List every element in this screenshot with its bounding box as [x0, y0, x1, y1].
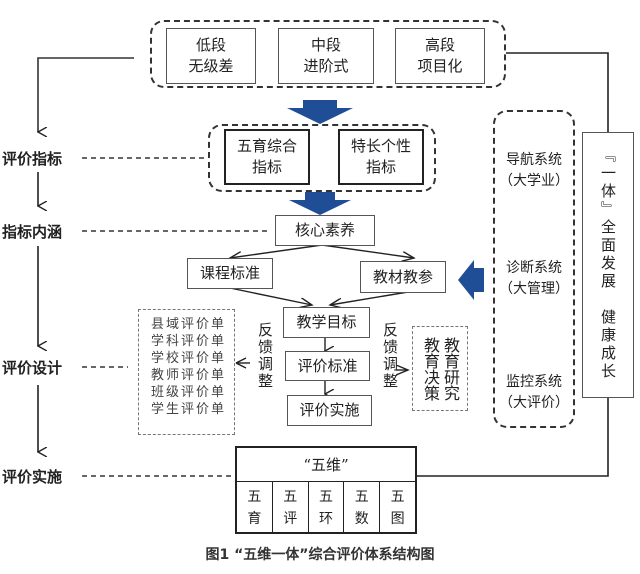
- stage-group: [150, 20, 506, 88]
- form-item: 学校评价单: [151, 351, 227, 366]
- indicator-five-education: 五育综合指标: [224, 129, 310, 185]
- evaluation-implementation-box: 评价实施: [287, 395, 372, 426]
- label-evaluation-design: 评价设计: [2, 359, 63, 377]
- research-decision-box: 教育研究 教育决策: [412, 326, 468, 411]
- five-dim-cell: 五评: [273, 482, 309, 533]
- evaluation-standard: 评价标准: [285, 351, 370, 381]
- research-col-education-decision: 教育决策: [421, 337, 440, 401]
- form-item: 学科评价单: [151, 334, 227, 349]
- bottom-right-connector: [416, 398, 609, 477]
- form-item: 学生评价单: [151, 402, 227, 417]
- research-col-education-research: 教育研究: [441, 337, 460, 401]
- curriculum-standard: 课程标准: [187, 258, 273, 289]
- integration-part2: 健康成长: [599, 309, 617, 381]
- integration-part1: 『一体』全面发展: [599, 147, 617, 291]
- curriculum-to-goal: [229, 287, 312, 305]
- form-item: 县域评价单: [151, 317, 227, 332]
- label-evaluation-implementation: 评价实施: [2, 468, 63, 486]
- stage-low: 低段无级差: [166, 28, 256, 84]
- core-to-textbook: [321, 244, 414, 258]
- stage-high: 高段项目化: [395, 28, 485, 84]
- five-dim-cell: 五环: [309, 482, 345, 533]
- figure-caption: 图1 “五维一体”综合评价体系结构图: [205, 547, 435, 563]
- block-arrow-down-1: [287, 100, 353, 124]
- five-dim-cell: 五数: [344, 482, 381, 533]
- five-dimensions-cells: 五育 五评 五环 五数 五图: [237, 482, 415, 533]
- stage-mid: 中段进阶式: [278, 28, 374, 84]
- form-item: 教师评价单: [151, 368, 227, 383]
- textbook-reference: 教材教参: [360, 261, 446, 293]
- form-item: 班级评价单: [151, 385, 227, 400]
- label-evaluation-indicator: 评价指标: [2, 150, 63, 168]
- five-dim-cell: 五图: [390, 488, 405, 527]
- indicator-group: [208, 124, 436, 192]
- teaching-goal: 教学目标: [283, 307, 370, 338]
- core-literacy: 核心素养: [275, 215, 375, 246]
- core-to-curriculum: [230, 244, 323, 258]
- top-left-connector: [38, 57, 134, 132]
- five-dimensions-title: “五维”: [237, 448, 415, 482]
- feedback-left-label: 反馈调整: [256, 322, 274, 390]
- integration-box: 『一体』全面发展健康成长: [582, 132, 634, 398]
- system-diagnosis: 诊断系统 （大管理）: [499, 260, 569, 297]
- indicator-specialty: 特长个性指标: [338, 129, 424, 185]
- block-arrow-down-2: [289, 192, 351, 215]
- label-indicator-connotation: 指标内涵: [2, 223, 63, 241]
- textbook-to-goal: [330, 290, 415, 305]
- systems-group: [493, 110, 575, 428]
- feedback-right-label: 反馈调整: [381, 322, 399, 390]
- five-dimensions-table: “五维” 五育 五评 五环 五数 五图: [235, 446, 417, 534]
- system-navigation: 导航系统 （大学业）: [499, 152, 569, 189]
- feedback-left-arrow: [235, 357, 247, 369]
- top-right-connector: [506, 52, 609, 132]
- system-monitoring: 监控系统 （大评价）: [499, 374, 569, 411]
- five-dim-cell: 五育: [237, 482, 273, 533]
- evaluation-forms-list: 县域评价单 学科评价单 学校评价单 教师评价单 班级评价单 学生评价单: [138, 309, 235, 435]
- block-arrow-left: [458, 260, 484, 300]
